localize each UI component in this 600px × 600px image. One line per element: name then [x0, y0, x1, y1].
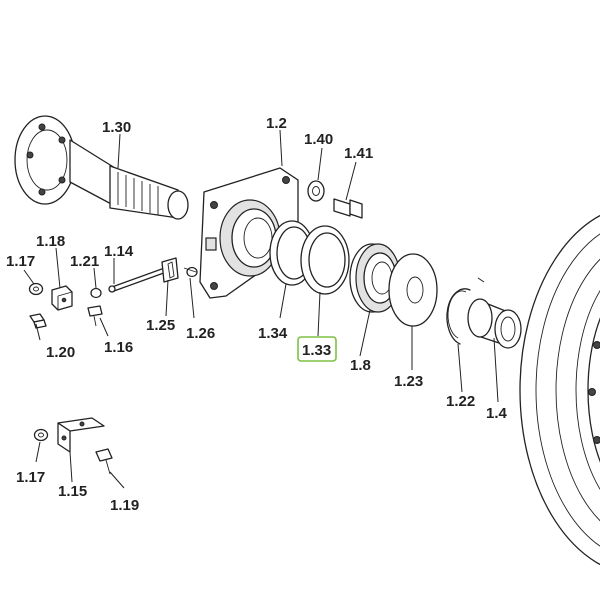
highlight-box: [297, 336, 337, 362]
label-1-21: 1.21: [70, 253, 99, 270]
label-1-20: 1.20: [46, 344, 75, 361]
part-1-16-screw[interactable]: [87, 305, 103, 327]
part-1-14-rod[interactable]: [108, 265, 173, 293]
part-1-33-seal-ring[interactable]: [300, 225, 350, 295]
part-1-30-axle-shaft[interactable]: [14, 115, 189, 220]
label-1-33: 1.33: [302, 342, 331, 359]
label-1-26: 1.26: [186, 325, 215, 342]
part-1-19-bolt[interactable]: [95, 448, 113, 475]
part-1-25-bracket[interactable]: [161, 257, 179, 283]
label-1-25: 1.25: [146, 317, 175, 334]
part-1-41-bolt[interactable]: [333, 198, 363, 219]
label-1-23: 1.23: [394, 373, 423, 390]
part-1-2-bearing-housing[interactable]: [199, 167, 299, 299]
label-1-2: 1.2: [266, 115, 287, 132]
part-1-8-bearing[interactable]: [349, 243, 401, 313]
part-1-17-nut-top[interactable]: [28, 282, 44, 296]
part-1-23-thrust-washer[interactable]: [388, 253, 438, 327]
part-1-26-pin[interactable]: [183, 266, 198, 278]
label-1-4: 1.4: [486, 405, 508, 422]
label-1-8: 1.8: [350, 357, 371, 374]
label-1-40: 1.40: [304, 131, 333, 148]
label-1-17-top: 1.17: [6, 253, 35, 270]
callout-labels: 1.30 1.2 1.40 1.41 1.18 1.17 1.21 1.14 1…: [6, 115, 508, 514]
part-1-21-nut[interactable]: [90, 287, 102, 299]
label-1-16: 1.16: [104, 339, 133, 356]
part-1-4-bushing[interactable]: [467, 298, 522, 349]
part-1-22-circlip[interactable]: [446, 277, 485, 345]
label-1-15: 1.15: [58, 483, 87, 500]
leader-lines: [23, 129, 499, 489]
label-1-17-bottom: 1.17: [16, 469, 45, 486]
label-1-19: 1.19: [110, 497, 139, 514]
label-1-34: 1.34: [258, 325, 288, 342]
part-1-40-washer[interactable]: [307, 180, 325, 202]
part-1-20-screw[interactable]: [29, 313, 47, 329]
part-1-15-angle-bracket[interactable]: [57, 417, 105, 453]
label-1-30: 1.30: [102, 119, 131, 136]
label-1-41: 1.41: [344, 145, 373, 162]
label-1-22: 1.22: [446, 393, 475, 410]
brake-drum: [519, 214, 600, 566]
part-1-17-nut-bottom[interactable]: [33, 428, 49, 442]
part-1-18-clamp-block[interactable]: [51, 285, 73, 311]
label-1-18: 1.18: [36, 233, 65, 250]
label-1-14: 1.14: [104, 243, 134, 260]
